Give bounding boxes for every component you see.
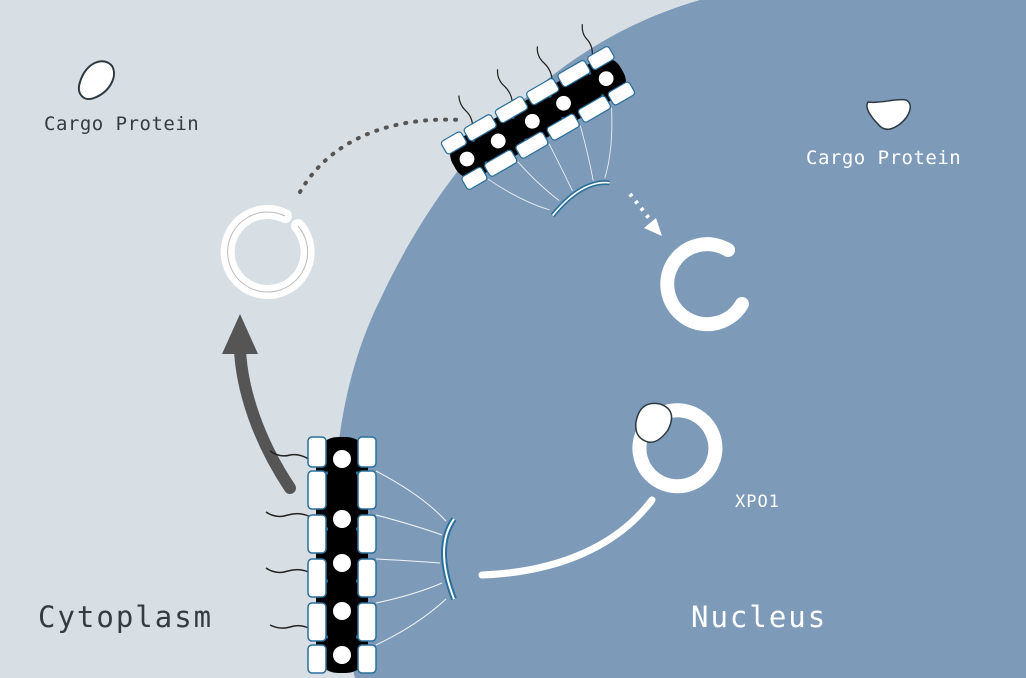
cargo-protein-icon: [78, 60, 115, 100]
cargo-protein-label-cytoplasm: Cargo Protein: [44, 113, 200, 135]
xpo1-import-path: [478, 496, 656, 579]
exit-arrowhead-icon: [644, 218, 662, 236]
cargo-protein-label-nucleus: Cargo Protein: [806, 147, 962, 169]
dotted-exit-arrow: [628, 192, 654, 224]
cargo-protein-icon: [866, 98, 911, 130]
dotted-path-to-pore: [298, 117, 464, 194]
return-arrow: [234, 344, 296, 494]
xpo1-ring-icon: [660, 237, 749, 332]
cytoplasm-label: Cytoplasm: [38, 600, 214, 634]
xpo1-ring-icon: [220, 205, 315, 299]
nucleus-region: [334, 0, 1026, 678]
return-arrowhead-icon: [222, 314, 258, 354]
xpo1-label: XPO1: [735, 492, 780, 512]
nucleus-label: Nucleus: [691, 600, 828, 634]
xpo1-cargo-complex-icon: [632, 402, 723, 494]
